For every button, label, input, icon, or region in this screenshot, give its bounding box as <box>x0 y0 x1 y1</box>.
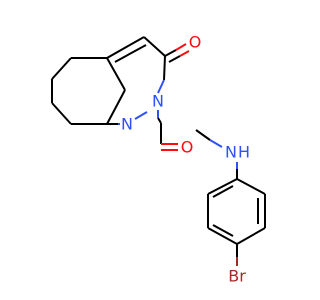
bond <box>175 43 187 51</box>
bond <box>157 117 162 124</box>
atom-label-oxygen: O <box>181 138 194 157</box>
bromophenyl-ring <box>207 162 266 266</box>
bond <box>106 36 145 59</box>
bond <box>157 79 165 94</box>
bond <box>236 227 266 245</box>
cyclohexane-ring <box>51 57 107 125</box>
bond <box>212 224 234 237</box>
bond <box>168 55 181 63</box>
bond <box>207 178 238 195</box>
bond <box>143 36 166 57</box>
atom-label-oxygen: O <box>189 33 202 52</box>
bond <box>195 129 211 141</box>
atom-labels: O N N O N H Br <box>121 33 250 286</box>
bond <box>212 185 234 198</box>
bond <box>114 44 147 63</box>
atom-label-nitrogen: N <box>225 143 237 162</box>
bond <box>163 55 166 81</box>
bond <box>179 50 190 57</box>
bond <box>134 111 148 120</box>
atom-label-nitrogen: N <box>121 115 133 134</box>
bond <box>51 57 72 80</box>
atom-label-bromine: Br <box>228 267 246 286</box>
bond <box>164 49 177 57</box>
bond <box>236 178 266 195</box>
pyridazinone-ring <box>106 36 166 125</box>
ring-carbonyl <box>164 43 190 63</box>
atom-label-hydrogen: H <box>238 143 250 162</box>
bond <box>207 227 238 245</box>
bond <box>106 89 126 125</box>
bond <box>209 139 223 148</box>
bond <box>51 102 72 125</box>
bond <box>106 57 126 91</box>
atom-label-nitrogen: N <box>152 92 164 111</box>
amide-linker <box>157 110 223 151</box>
chemical-structure-diagram: O N N O N H Br <box>51 33 266 286</box>
